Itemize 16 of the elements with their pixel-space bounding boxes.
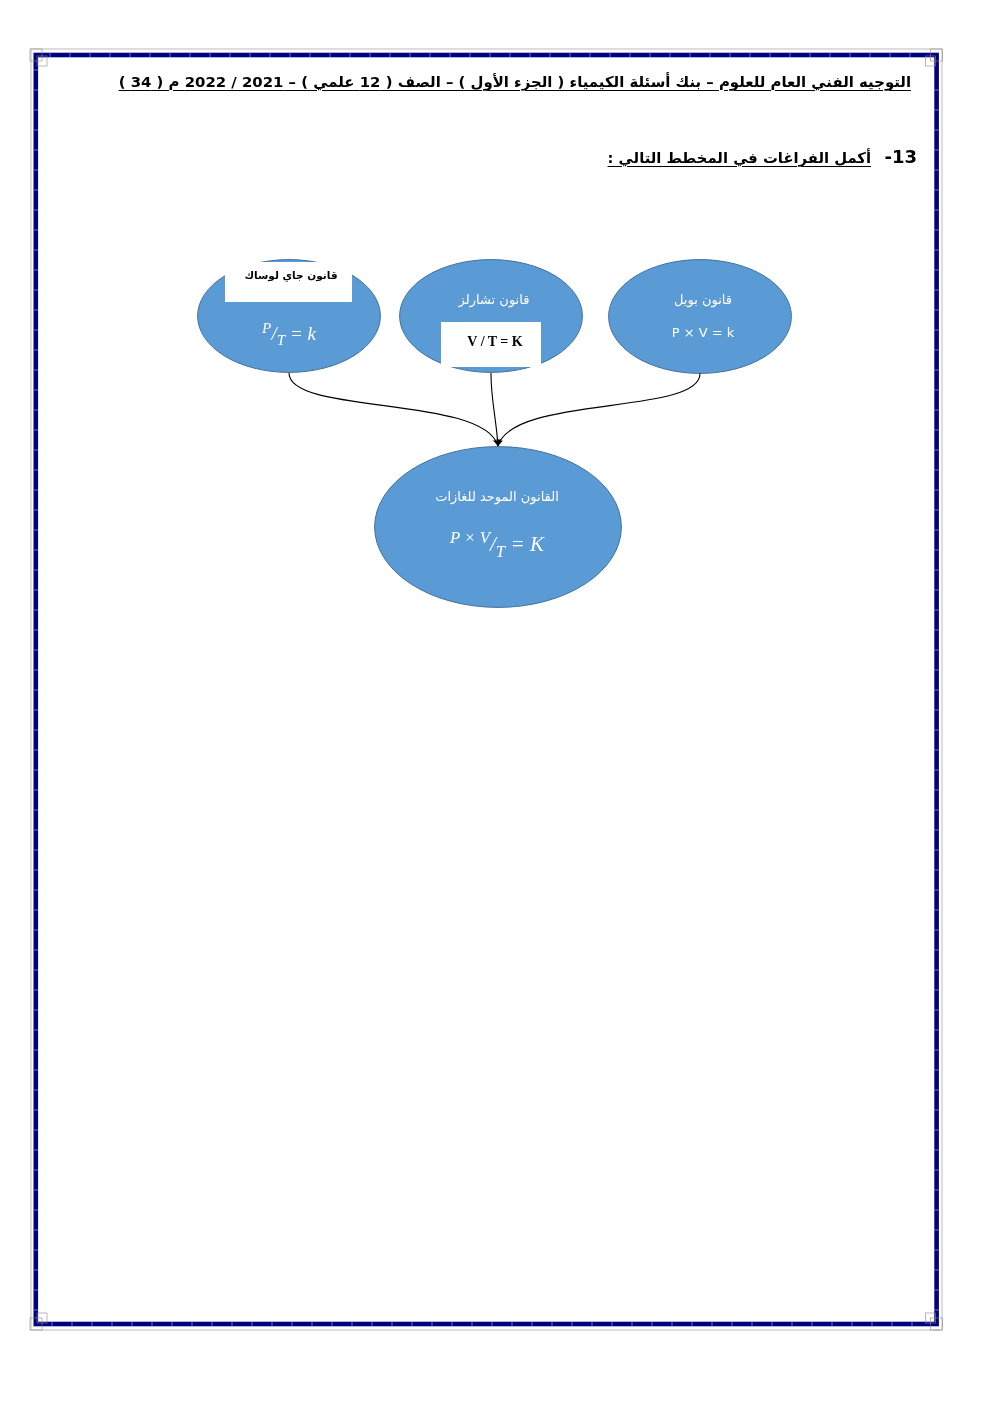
node-label: قانون بويل [674, 292, 732, 308]
question-number: 13- [884, 146, 917, 168]
node-label: V / T = K [467, 333, 523, 351]
node-label: القانون الموحد للغازات [435, 489, 559, 505]
node-label: قانون جاي لوساك [244, 268, 338, 282]
ellipse-node [608, 258, 792, 374]
question-text: أكمل الفراغات في المخطط التالي : [607, 149, 871, 167]
node-label: قانون تشارلز [458, 292, 530, 308]
node-label: P × V = k [671, 325, 735, 341]
ellipse-node [374, 446, 622, 608]
arrow [288, 372, 499, 447]
formula: $^{P × V}$/$_{T}$ = K [450, 528, 544, 562]
page-header: التوجيه الفني العام للعلوم – بنك أسئلة الكيمياء ( الجزء الأول ) – الصف ( 12 علمي ) – 2021 / 2022 م ( 34 ) [118, 74, 911, 92]
arrow [497, 372, 701, 447]
arrow [490, 372, 501, 447]
formula: $^{P}$/$_{T}$ = k [262, 318, 316, 350]
